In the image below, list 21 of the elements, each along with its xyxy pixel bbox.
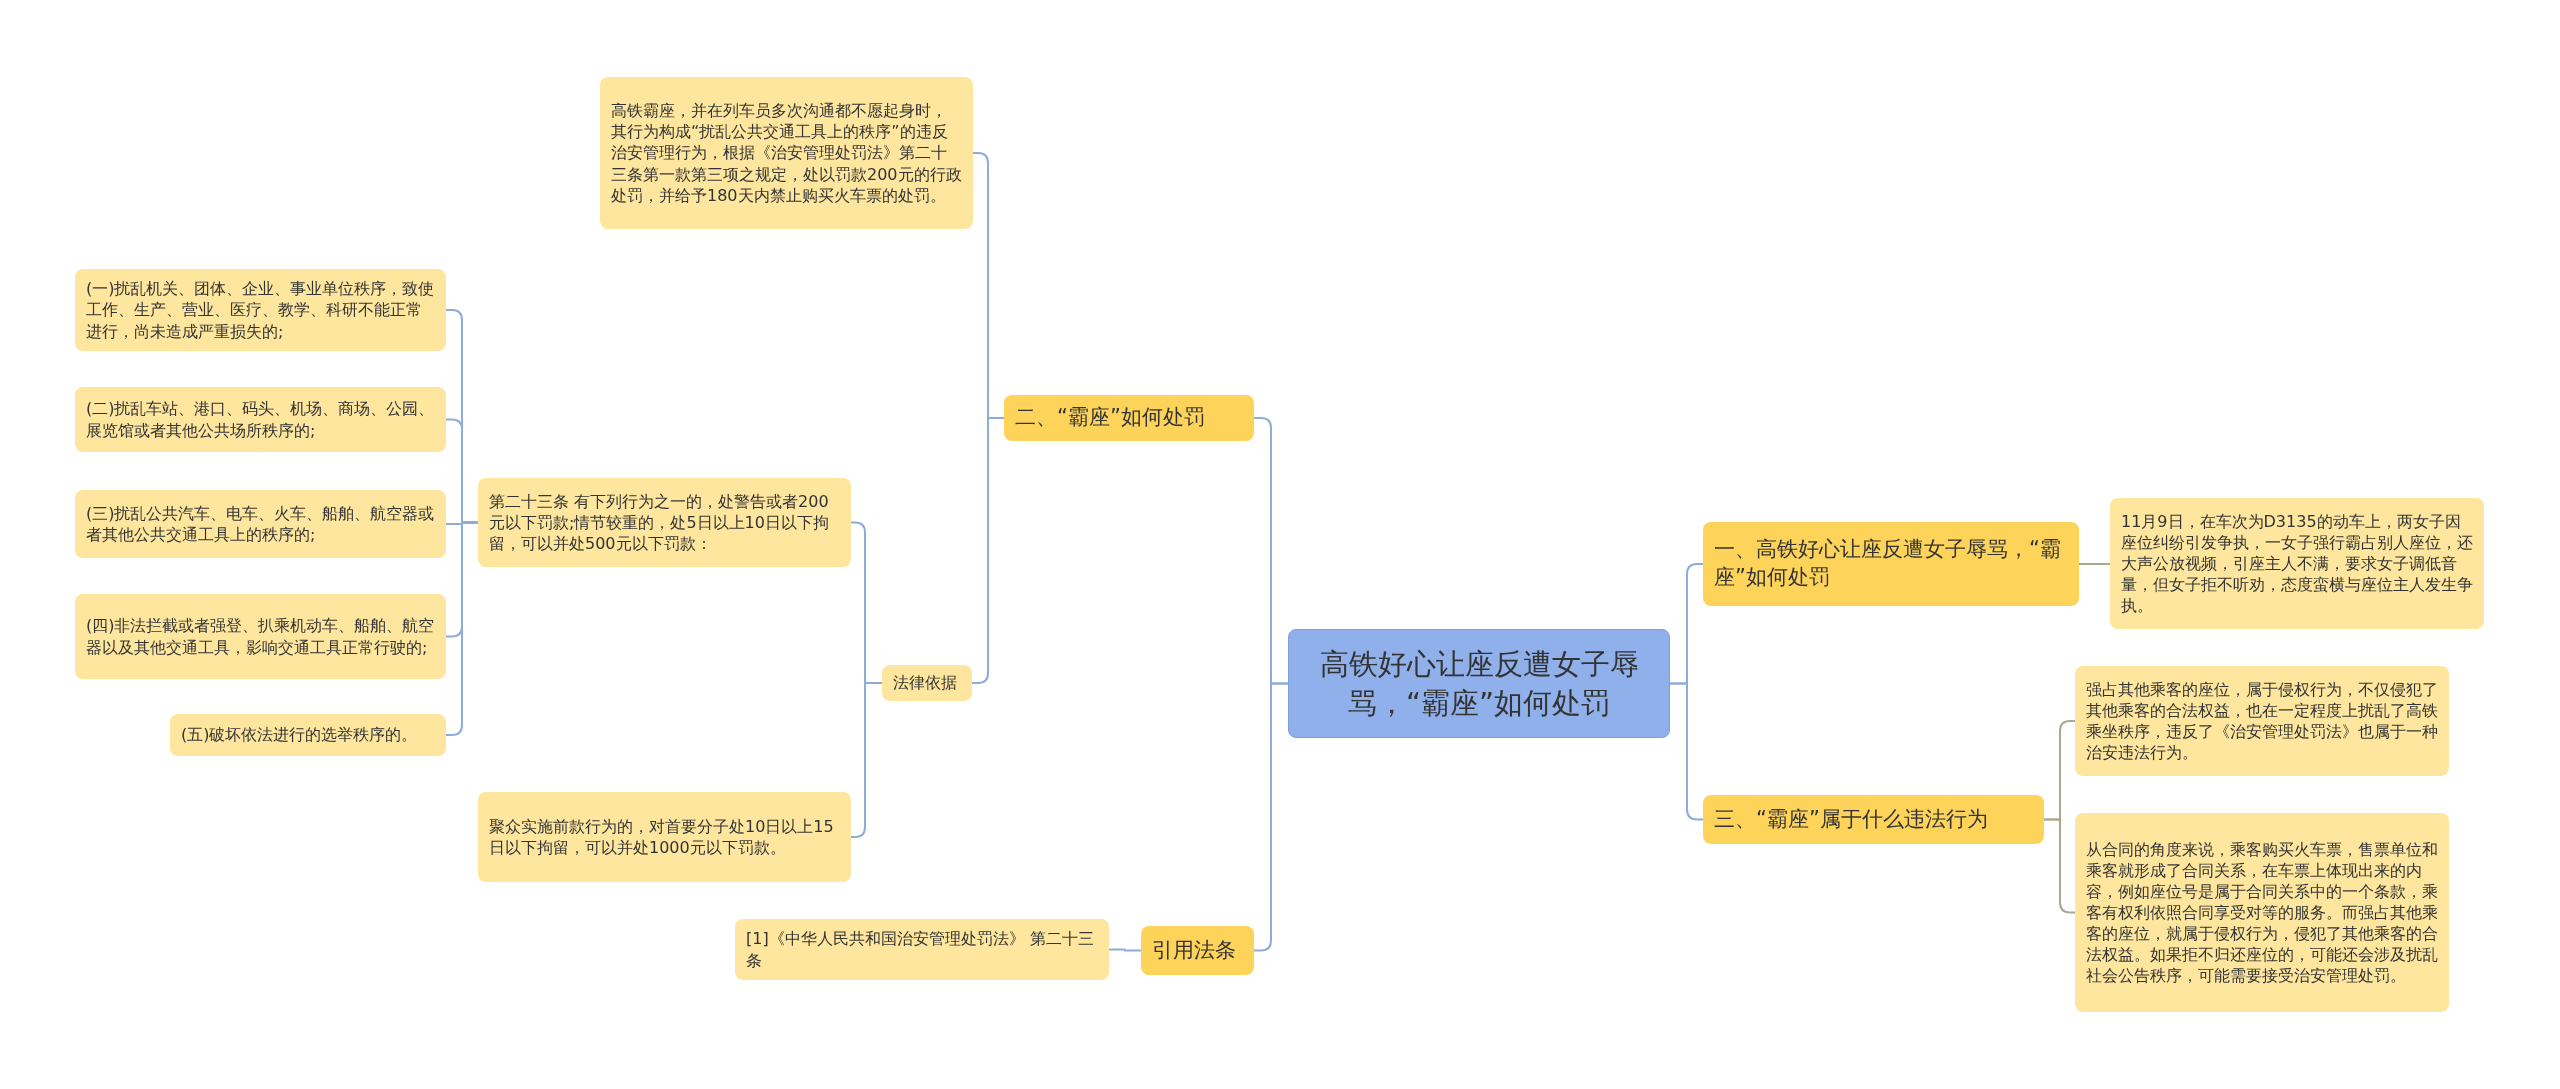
note-box: (二)扰乱车站、港口、码头、机场、商场、公园、展览馆或者其他公共场所秩序的; [75, 387, 446, 452]
note-box: 强占其他乘客的座位，属于侵权行为，不仅侵犯了其他乘客的合法权益，也在一定程度上扰乱了高铁乘坐秩序，违反了《治安管理处罚法》也属于一种治安违法行为。 [2075, 666, 2449, 776]
note-box: (三)扰乱公共汽车、电车、火车、船舶、航空器或者其他公共交通工具上的秩序的; [75, 490, 446, 558]
connector-line [1108, 948, 1142, 952]
note-box: 从合同的角度来说，乘客购买火车票，售票单位和乘客就形成了合同关系，在车票上体现出来的内容，例如座位号是属于合同关系中的一个条款，乘客有权利依照合同享受对等的服务。而强占其他乘客的座位，就属于侵权行为，侵犯了其他乘客的合法权益。如果拒不归还座位的，可能还会涉及扰乱社会公告秩序，可能需要接受治安管理处罚。 [2075, 813, 2449, 1012]
note-box: 高铁霸座，并在列车员多次沟通都不愿起身时，其行为构成“扰乱公共交通工具上的秩序”的违反治安管理行为，根据《治安管理处罚法》第二十三条第一款第三项之规定，处以罚款200元的行政处罚，并给予180天内禁止购买火车票的处罚。 [600, 77, 973, 229]
connector-line [2078, 563, 2111, 565]
topic-box: 引用法条 [1141, 926, 1254, 975]
connector-line [971, 417, 1005, 684]
topic-box: 一、高铁好心让座反遭女子辱骂，“霸座”如何处罚 [1703, 522, 2079, 606]
note-box: 法律依据 [882, 665, 972, 701]
note-box: (一)扰乱机关、团体、企业、事业单位秩序，致使工作、生产、营业、医疗、教学、科研不能正常进行，尚未造成严重损失的; [75, 269, 446, 351]
note-box: 第二十三条 有下列行为之一的，处警告或者200元以下罚款;情节较重的，处5日以上10日以下拘留，可以并处500元以下罚款： [478, 478, 851, 567]
note-box: (四)非法拦截或者强登、扒乘机动车、船舶、航空器以及其他交通工具，影响交通工具正常行驶的; [75, 594, 446, 679]
note-box: (五)破坏依法进行的选举秩序的。 [170, 714, 446, 756]
central-topic-box: 高铁好心让座反遭女子辱骂，“霸座”如何处罚 [1288, 629, 1670, 738]
note-box: [1]《中华人民共和国治安管理处罚法》 第二十三条 [735, 919, 1109, 980]
note-box: 11月9日，在车次为D3135的动车上，两女子因座位纠纷引发争执，一女子强行霸占别人座位，还大声公放视频，引座主人不满，要求女子调低音量，但女子拒不听劝，态度蛮横与座位主人发生争执。 [2110, 498, 2484, 629]
topic-box: 三、“霸座”属于什么违法行为 [1703, 795, 2044, 844]
note-box: 聚众实施前款行为的，对首要分子处10日以上15日以下拘留，可以并处1000元以下罚款。 [478, 792, 851, 882]
topic-box: 二、“霸座”如何处罚 [1004, 395, 1254, 441]
